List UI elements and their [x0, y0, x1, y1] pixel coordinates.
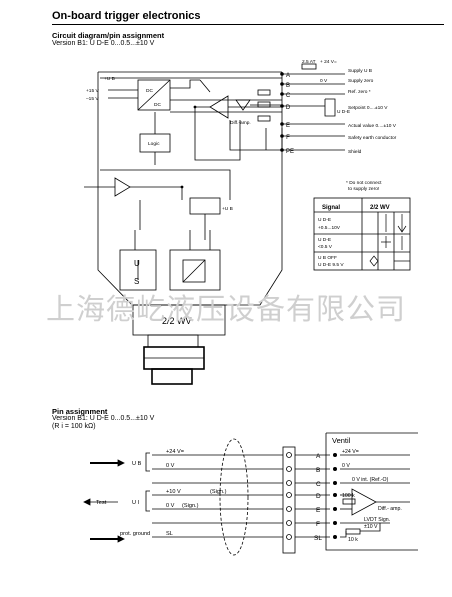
pin-E: E — [316, 507, 321, 514]
pm10-label: ±10 V — [364, 524, 378, 530]
circuit-pin-E: E — [286, 123, 290, 129]
diffamp-label: Diff.-amp. — [230, 120, 251, 126]
left-zero2: 0 V — [166, 503, 175, 509]
table-row2-signal: U D-E — [318, 237, 331, 243]
left-ui-label: U I — [132, 500, 140, 506]
circuit-label-supply: Supply U B — [348, 68, 372, 74]
pin-row-A-label: +24 V= — [342, 449, 359, 455]
circuit-diagram: A B C D E F PE Supply U B Supply zero Re… — [84, 59, 411, 385]
table-row3-signal: U B OFF — [318, 255, 337, 261]
left-ub-label: U B — [132, 461, 142, 467]
ventil-label: Ventil — [332, 436, 351, 445]
left-sign2: (Sign.) — [182, 503, 199, 509]
section-pin-version: Version B1: U D-E 0...0.5...±10 V — [52, 415, 155, 422]
left-prot-ground: prot. ground — [120, 531, 150, 537]
left-test: Test — [96, 500, 107, 506]
pin-row-C-label: 0 V int. (Ref.-O) — [352, 477, 389, 483]
section-pin-title: Pin assignment — [52, 407, 108, 416]
table-row3-range: U D-E 9.5 V — [318, 262, 344, 268]
table-row2-range: <0.5 V — [318, 244, 333, 250]
table-header-valve: 2/2 WV — [370, 205, 390, 211]
pin-diagram: A B C D E F SL Ventil +24 V= 0 V 0 V int… — [83, 432, 418, 556]
title-rule — [52, 24, 444, 25]
note-line1: * Do not connect — [346, 180, 382, 186]
table-row1-signal: U D-E — [318, 217, 331, 223]
circuit-label-shield: Shield — [348, 149, 362, 155]
watermark-text: 上海德屹液压设备有限公司 — [45, 292, 406, 326]
left-zero: 0 V — [166, 463, 175, 469]
circuit-label-zero: Supply zero — [348, 78, 374, 84]
pin-row-B-label: 0 V — [342, 463, 350, 469]
inst-u-label: U — [134, 259, 140, 268]
circuit-label-earth: Safety earth conductor — [348, 135, 397, 141]
section-pin-ri: (R i = 100 kΩ) — [52, 423, 96, 430]
pin-A: A — [316, 453, 321, 460]
section-circuit-version: Version B1: U D-E 0...0.5...±10 V — [52, 40, 155, 47]
table-header-signal: Signal — [322, 205, 340, 211]
circuit-left-15p: +15 V — [86, 88, 99, 94]
dcdc-top-label: DC — [146, 88, 153, 94]
circuit-zero-v: 0 V — [320, 78, 328, 84]
r10k-label: 10 k — [348, 537, 358, 543]
inst-s-label: S — [134, 277, 139, 286]
circuit-label-setpoint: Setpoint 0....±10 V — [348, 105, 388, 111]
circuit-left-15n: –15 V — [86, 96, 99, 102]
circuit-pin-B: B — [286, 83, 290, 89]
circuit-pin-A: A — [286, 73, 290, 79]
valve-label: 2/2 WV — [162, 316, 192, 326]
circuit-fuse-label: 2.5 AT — [302, 59, 316, 65]
left-sl: SL — [166, 531, 173, 537]
circuit-plus-ub: +U B — [222, 206, 233, 212]
pin-C: C — [316, 481, 321, 488]
circuit-left-ub: +U B — [104, 76, 115, 82]
left-plus24: +24 V= — [166, 449, 184, 455]
circuit-supply-v: + 24 V= — [320, 59, 337, 65]
circuit-ude-label: U D-E — [337, 109, 350, 115]
pin-row-F-label: LVDT Sign. — [364, 517, 390, 523]
circuit-pin-D: D — [286, 105, 291, 111]
dcdc-bottom-label: DC — [154, 102, 161, 108]
table-row1-range: +0.5...10V — [318, 225, 341, 231]
note-line2: to supply zero! — [348, 186, 379, 192]
logic-label: Logic — [148, 141, 160, 147]
circuit-pin-C: C — [286, 93, 291, 99]
section-circuit-title: Circuit diagram/pin assignment — [52, 31, 165, 40]
left-sign1: (Sign.) — [210, 489, 227, 495]
pin-B: B — [316, 467, 320, 474]
page-title: On-board trigger electronics — [52, 10, 201, 22]
pin-D: D — [316, 493, 321, 500]
circuit-pin-F: F — [286, 135, 290, 141]
pin-F: F — [316, 521, 320, 528]
pin-SL: SL — [314, 535, 322, 542]
diffamp-label-2: Diff.- amp. — [378, 506, 402, 512]
circuit-pin-PE: PE — [286, 149, 294, 155]
circuit-label-ref: Ref. zero * — [348, 89, 371, 95]
r100k-label: 100 k — [342, 493, 355, 499]
circuit-label-actual: Actual value 0....±10 V — [348, 123, 397, 129]
left-plus10: +10 V — [166, 489, 181, 495]
